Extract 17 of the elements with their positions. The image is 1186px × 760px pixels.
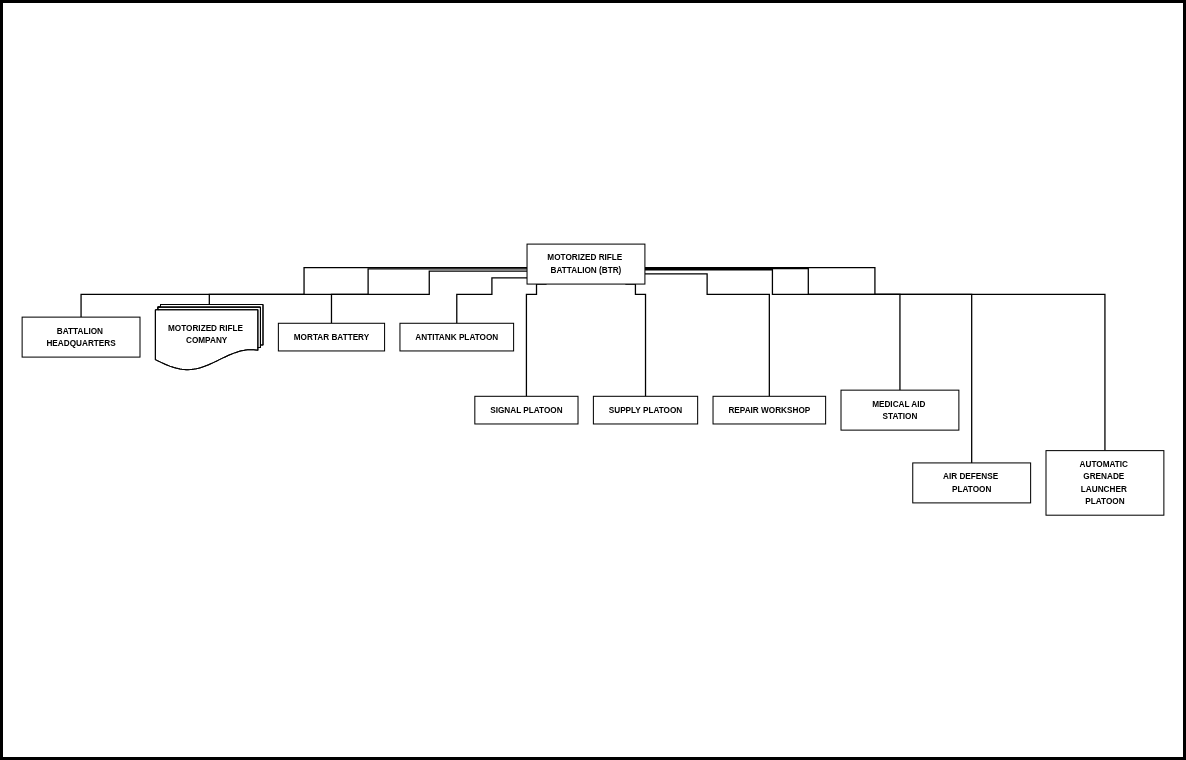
connector	[644, 267, 1106, 452]
node-box: MOTORIZED RIFLE BATTALION (BTR)	[526, 243, 646, 285]
connector	[330, 270, 528, 325]
connector	[644, 269, 901, 392]
node-box: ANTITANK PLATOON	[399, 323, 515, 352]
connector	[644, 268, 973, 464]
node-box: AIR DEFENSE PLATOON	[912, 462, 1032, 504]
node-box: BATTALION HEADQUARTERS	[21, 316, 141, 358]
node-box: REPAIR WORKSHOP	[712, 396, 827, 425]
node-box: SUPPLY PLATOON	[592, 396, 699, 425]
node-box: SIGNAL PLATOON	[474, 396, 579, 425]
node-box: MORTAR BATTERY	[277, 323, 386, 352]
connector	[456, 277, 528, 325]
connector	[80, 267, 528, 319]
node-box: MEDICAL AID STATION	[840, 390, 960, 431]
connector	[644, 273, 770, 398]
node-box: AUTOMATIC GRENADE LAUNCHER PLATOON	[1045, 450, 1165, 517]
